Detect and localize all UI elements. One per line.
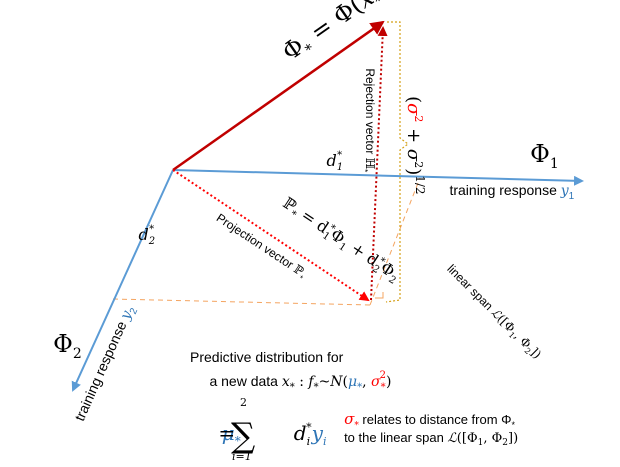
sigma-relates-line1: σ* relates to distance from Φ* bbox=[326, 410, 526, 431]
sum-lower-limit: i=1 bbox=[232, 450, 252, 463]
sigma-sum-label: (σ2 + σ2)1/2 bbox=[403, 56, 432, 223]
svg-text:training response y2: training response y2 bbox=[60, 285, 148, 450]
phi-star-label: Φ* = Φ(x*) bbox=[233, 0, 425, 100]
svg-text:Rejection vector ℍ*: Rejection vector ℍ* bbox=[359, 45, 377, 189]
sum-upper-limit: 2 bbox=[240, 396, 247, 409]
svg-text:(σ2 + σ2)1/2: (σ2 + σ2)1/2 bbox=[403, 56, 432, 223]
phi2-axis-arrow bbox=[71, 169, 174, 392]
sum-term: di*yi bbox=[262, 421, 346, 450]
rejection-vector-label: Rejection vector ℍ* bbox=[359, 45, 377, 189]
phi1-label: Φ1 bbox=[492, 140, 582, 174]
predictive-distribution-line1: Predictive distribution for bbox=[190, 349, 344, 365]
rejection-vector bbox=[370, 26, 388, 301]
right-angle-marker bbox=[375, 292, 384, 299]
projection-vector bbox=[172, 169, 370, 302]
d1-star-label: d1* bbox=[301, 143, 357, 173]
phi1-axis-arrow bbox=[172, 169, 584, 186]
d2-star-label: d2* bbox=[113, 217, 169, 247]
phi2-label: Φ2 bbox=[15, 330, 105, 364]
mu-equals: = bbox=[212, 421, 241, 445]
guide-line-d2-horizontal bbox=[112, 298, 371, 306]
training-response-y1-label: training response y1 bbox=[430, 182, 586, 202]
sigma-relates-line2: to the linear span ℒ([Φ1, Φ2]) bbox=[326, 430, 529, 448]
phi-star-vector bbox=[172, 20, 385, 172]
mu-star-symbol: μ* bbox=[190, 421, 260, 450]
training-response-y2-label: training response y2 bbox=[60, 285, 148, 450]
sum-symbol: ∑ bbox=[231, 416, 255, 456]
svg-text:linear span ℒ([Φ1, Φ2]): linear span ℒ([Φ1, Φ2]) bbox=[426, 245, 555, 374]
sigma-bracket bbox=[385, 21, 409, 303]
svg-text:Φ* = Φ(x*): Φ* = Φ(x*) bbox=[233, 0, 425, 100]
predictive-distribution-line2: a new data x* : f*~N(μ*, σ*2) bbox=[190, 370, 403, 393]
linear-span-label: linear span ℒ([Φ1, Φ2]) bbox=[426, 245, 555, 374]
guide-line-d1-diagonal bbox=[369, 177, 421, 306]
